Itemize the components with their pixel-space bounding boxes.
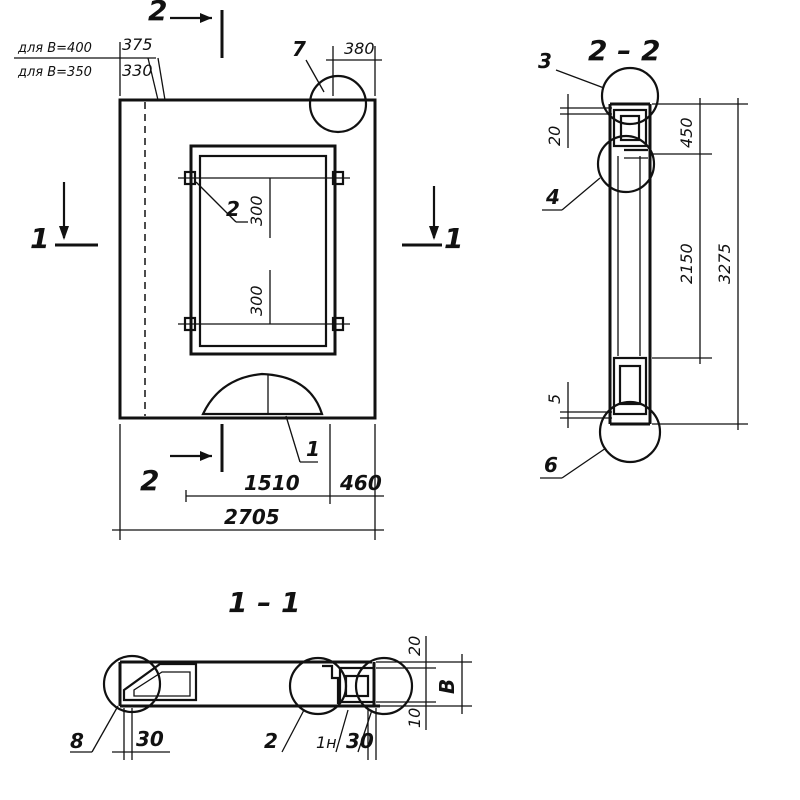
section-mark-1-right: 1: [444, 222, 463, 255]
dim-B: B: [435, 679, 459, 694]
dim-1510: 1510: [244, 471, 300, 495]
callout-8: 8: [70, 729, 84, 753]
dim-460: 460: [339, 471, 382, 495]
dim-380: 380: [344, 39, 375, 58]
section-mark-2-top: 2: [148, 0, 167, 27]
panel-outline: [118, 98, 377, 420]
section-title-1-1: 1 – 1: [228, 586, 300, 619]
lifting-lug: [201, 372, 324, 416]
plan-view: 7 380 для B=400 375 для B=350 330 2 2 1: [14, 0, 463, 540]
detail-circle-2-section1: [288, 656, 348, 716]
dim-2705: 2705: [224, 505, 280, 529]
window-opening-inner: [198, 154, 328, 348]
dim-450: 450: [677, 117, 696, 148]
callout-5: 5: [545, 394, 564, 404]
section-1-1: 1 – 1 8 2 1н 30 30: [70, 586, 472, 760]
section-mark-1-left: 1: [30, 222, 49, 255]
note-line1-value: 375: [122, 35, 153, 54]
dim-3275: 3275: [715, 243, 734, 284]
callout-2-plan: 2: [226, 197, 240, 221]
detail-circle-1n: [354, 656, 414, 716]
section-mark-2-bottom: 2: [140, 464, 159, 497]
dim-30-left: 30: [136, 727, 164, 751]
dim-10: 10: [405, 708, 424, 728]
detail-circle-3: [600, 66, 660, 126]
note-line2-label: для B=350: [17, 65, 92, 80]
section-title-2-2: 2 – 2: [588, 34, 660, 67]
dim-20-section2: 20: [545, 126, 564, 146]
window-opening-outer: [189, 144, 337, 356]
callout-6: 6: [544, 453, 558, 477]
dim-300-upper: 300: [247, 195, 266, 226]
dim-30-right: 30: [346, 729, 374, 753]
callout-7: 7: [292, 37, 306, 61]
callout-2-section1: 2: [264, 729, 278, 753]
dim-2150: 2150: [677, 243, 696, 284]
note-line1-label: для B=400: [17, 41, 92, 56]
note-line2-value: 330: [122, 61, 153, 80]
callout-4: 4: [545, 185, 560, 209]
detail-circle-4: [596, 134, 656, 194]
detail-circle-6: [598, 400, 662, 464]
embedded-anchors: [178, 170, 350, 332]
detail-circle-7: [308, 74, 368, 134]
dim-20-section1: 20: [405, 636, 424, 656]
dim-300-lower: 300: [247, 285, 266, 316]
callout-1-plan: 1: [306, 437, 320, 461]
callout-1n: 1н: [316, 733, 337, 752]
section-2-2: 2 – 2 3 4 6 20 5: [538, 34, 748, 479]
callout-3: 3: [538, 49, 552, 73]
